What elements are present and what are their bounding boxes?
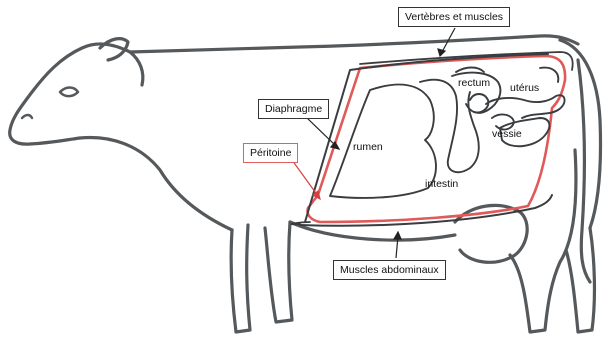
organ-label-rectum: rectum xyxy=(458,77,490,89)
cow-chest-outline xyxy=(80,137,232,230)
cow-tail xyxy=(578,60,590,282)
intestine-outline xyxy=(420,80,479,172)
cow-hind-leg xyxy=(510,150,576,332)
organ-label-uterus: utérus xyxy=(510,82,539,94)
organ-label-intestin: intestin xyxy=(425,178,458,190)
organ-label-vessie: vessie xyxy=(492,128,522,140)
label-muscles-abdominaux: Muscles abdominaux xyxy=(333,260,446,280)
cow-back-outline xyxy=(130,36,578,52)
label-vertebres-et-muscles: Vertèbres et muscles xyxy=(398,7,510,27)
arrow-peritoine xyxy=(292,160,318,196)
cow-eye xyxy=(60,88,78,97)
organ-label-rumen: rumen xyxy=(353,141,383,153)
label-diaphragme: Diaphragme xyxy=(258,99,329,119)
cow-front-leg xyxy=(265,222,292,322)
cow-ear xyxy=(100,39,128,60)
label-peritoine: Péritoine xyxy=(243,143,298,163)
